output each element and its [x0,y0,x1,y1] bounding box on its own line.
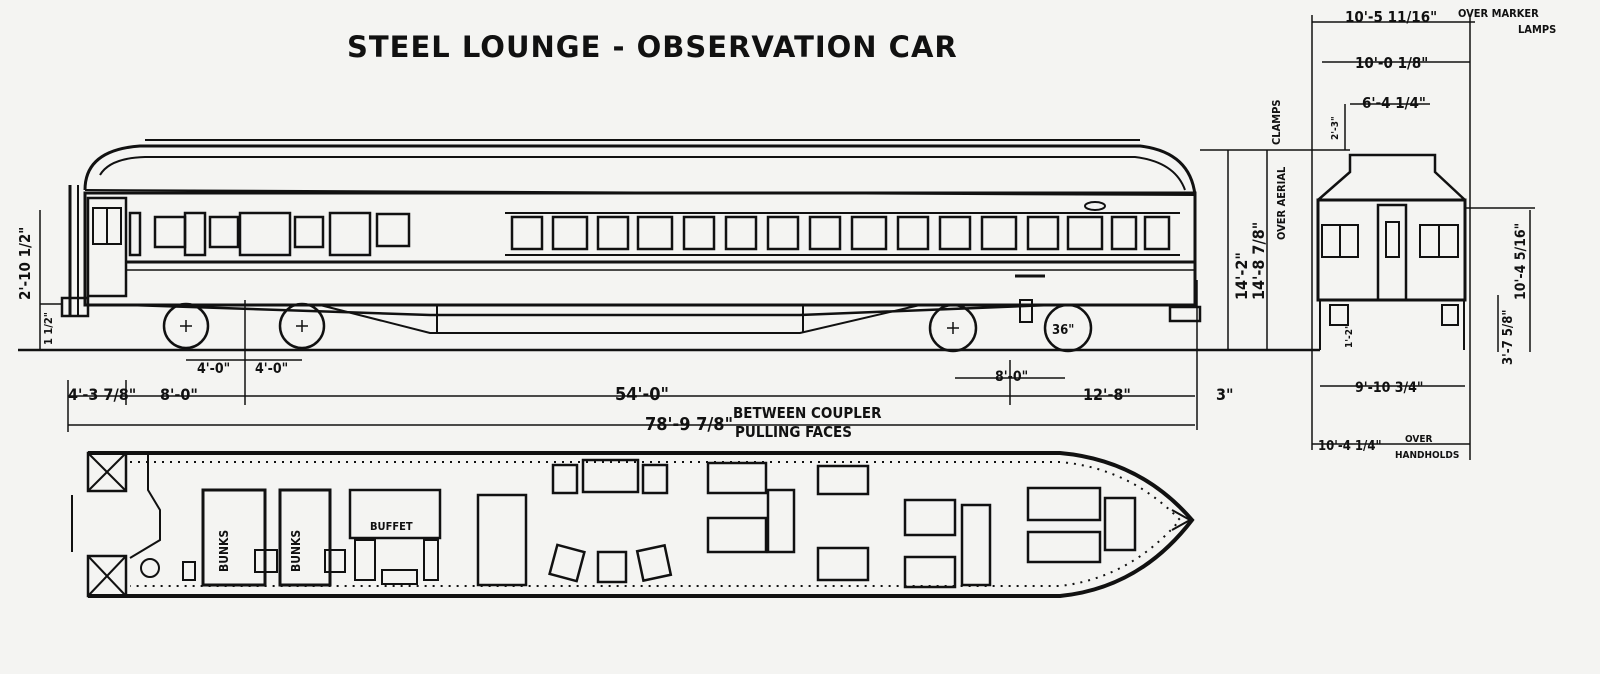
side-dimensions [39,149,1350,432]
dim-wheel-diameter: 36" [1052,323,1074,338]
dim-truck-width: 9'-10 3/4" [1355,380,1423,396]
dim-overall-note-2: PULLING FACES [735,423,852,441]
dim-end-step-small: 1'-2" [1344,324,1355,348]
dim-marker-lamps-note-1: OVER MARKER [1458,7,1539,20]
dim-handhold-note-2: HANDHOLDS [1395,450,1459,461]
dim-body-width: 10'-0 1/8" [1355,54,1428,72]
dim-step-small: 1 1/2" [42,312,55,345]
label-buffet: BUFFET [370,520,413,533]
dim-handhold-width: 10'-4 1/4" [1318,439,1382,454]
buffet-area [348,488,442,540]
dim-step-height: 2'-10 1/2" [16,227,34,300]
dim-aerial-note: OVER AERIAL [1275,166,1288,240]
dim-truck-center-left: 8'-0" [160,385,198,404]
dim-wheelbase-1: 4'-0" [197,361,230,377]
vestibule-door [86,196,128,298]
dim-overhang-left: 4'-3 7/8" [68,385,136,404]
dim-overall-note-1: BETWEEN COUPLER [733,404,882,422]
dim-wheelbase-right: 8'-0" [995,369,1028,385]
lounge-furniture [476,458,1137,589]
bunks-1-area [201,488,267,587]
dim-handhold-note-1: OVER [1405,434,1432,445]
lounge-windows [510,215,1171,251]
dim-marker-lamps-note-2: LAMPS [1518,23,1556,36]
bunks-2-area [278,488,332,587]
dim-floor-height: 3'-7 5/8" [1501,310,1516,365]
label-bunks-2: BUNKS [289,530,303,572]
drawing-title: STEEL LOUNGE - OBSERVATION CAR [347,30,958,64]
end-elevation: 10'-5 11/16" OVER MARKER LAMPS 10'-0 1/8… [1311,7,1556,461]
wheels [162,302,1093,353]
underframe [129,303,1051,317]
side-elevation: 4'-3 7/8" 8'-0" 54'-0" 12'-8" 3" 4'-0" 4… [16,100,1350,441]
dim-marker-lamps-width: 10'-5 11/16" [1345,8,1437,26]
label-bunks-1: BUNKS [217,530,231,572]
dim-roof-width: 6'-4 1/4" [1362,94,1426,112]
dim-side-height: 10'-4 5/16" [1513,223,1529,300]
dim-overall-length: 78'-9 7/8" [645,414,733,435]
side-windows [128,211,411,257]
car-body [83,191,1197,307]
end-roof [1317,153,1466,201]
dim-body-height: 14'-2" [1232,252,1251,300]
dim-aerial-height: 14'-8 7/8" [1249,222,1268,300]
dim-roof-small: 2'-3" [1330,116,1341,140]
end-dimensions [1311,15,1535,460]
car-roof [83,144,1197,196]
dim-clamps-note: CLAMPS [1270,100,1283,145]
floor-plan: BUNKS BUNKS BUFFET [71,451,1195,598]
floor-plan-outline [88,451,1195,598]
roof-line [99,156,1186,191]
dim-truck-centers: 54'-0" [615,384,669,405]
dim-coupler-extra: 3" [1216,385,1234,404]
dim-overhang-right: 12'-8" [1083,385,1131,404]
dim-wheelbase-2: 4'-0" [255,361,288,377]
